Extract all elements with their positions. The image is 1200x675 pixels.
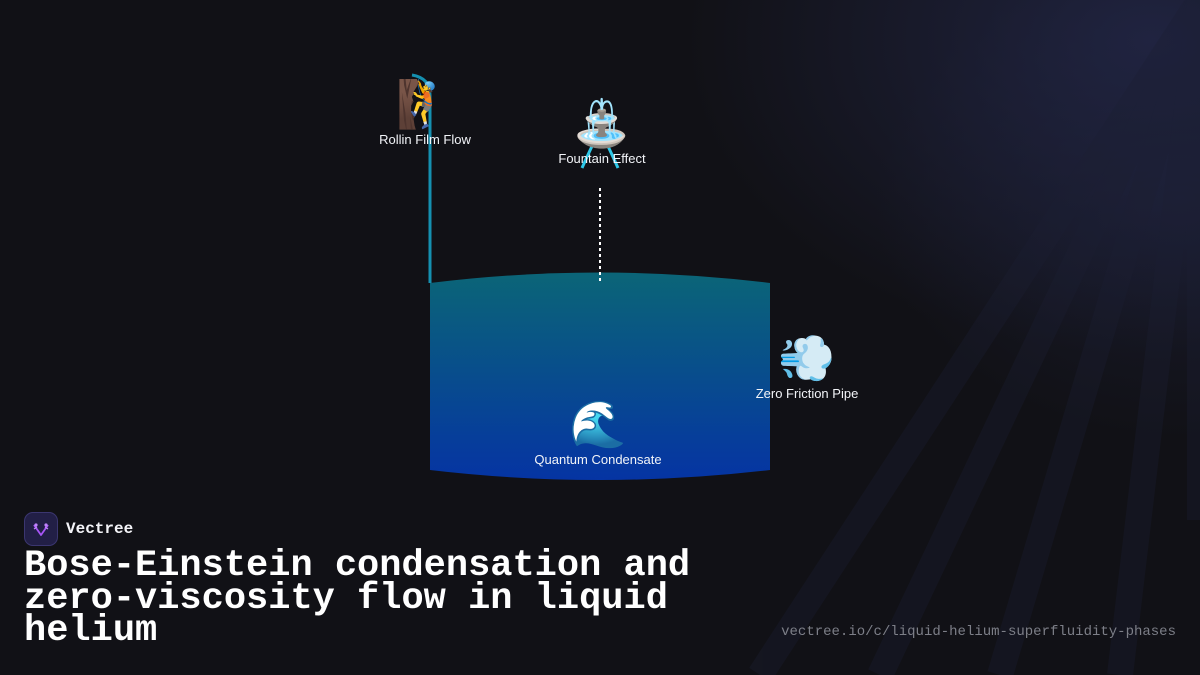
vectree-logo-icon [24, 512, 58, 546]
condensate-container [430, 272, 770, 480]
node-label: Rollin Film Flow [379, 132, 471, 147]
node-quantum-condensate: 🌊 Quantum Condensate [534, 398, 661, 467]
wind-icon: 💨 [778, 331, 836, 385]
wave-icon: 🌊 [569, 397, 627, 451]
node-rollin-film-flow: 🧗 Rollin Film Flow [379, 78, 471, 147]
fountain-jet-left [580, 137, 598, 169]
node-zero-friction-pipe: 💨 Zero Friction Pipe [756, 332, 859, 401]
node-label: Fountain Effect [558, 151, 646, 166]
rollin-film-connector [411, 73, 432, 283]
brand: Vectree [24, 512, 133, 546]
node-label: Zero Friction Pipe [755, 386, 859, 401]
source-url: vectree.io/c/liquid-helium-superfluidity… [781, 624, 1176, 640]
fountain-jet-right [602, 137, 620, 169]
node-fountain-effect: ⛲ Fountain Effect [558, 97, 645, 166]
node-label: Quantum Condensate [534, 452, 662, 467]
climber-icon: 🧗 [396, 77, 454, 131]
page-title: Bose-Einstein condensation and zero-visc… [24, 545, 691, 652]
brand-name: Vectree [66, 520, 134, 538]
fountain-icon: ⛲ [573, 96, 631, 150]
